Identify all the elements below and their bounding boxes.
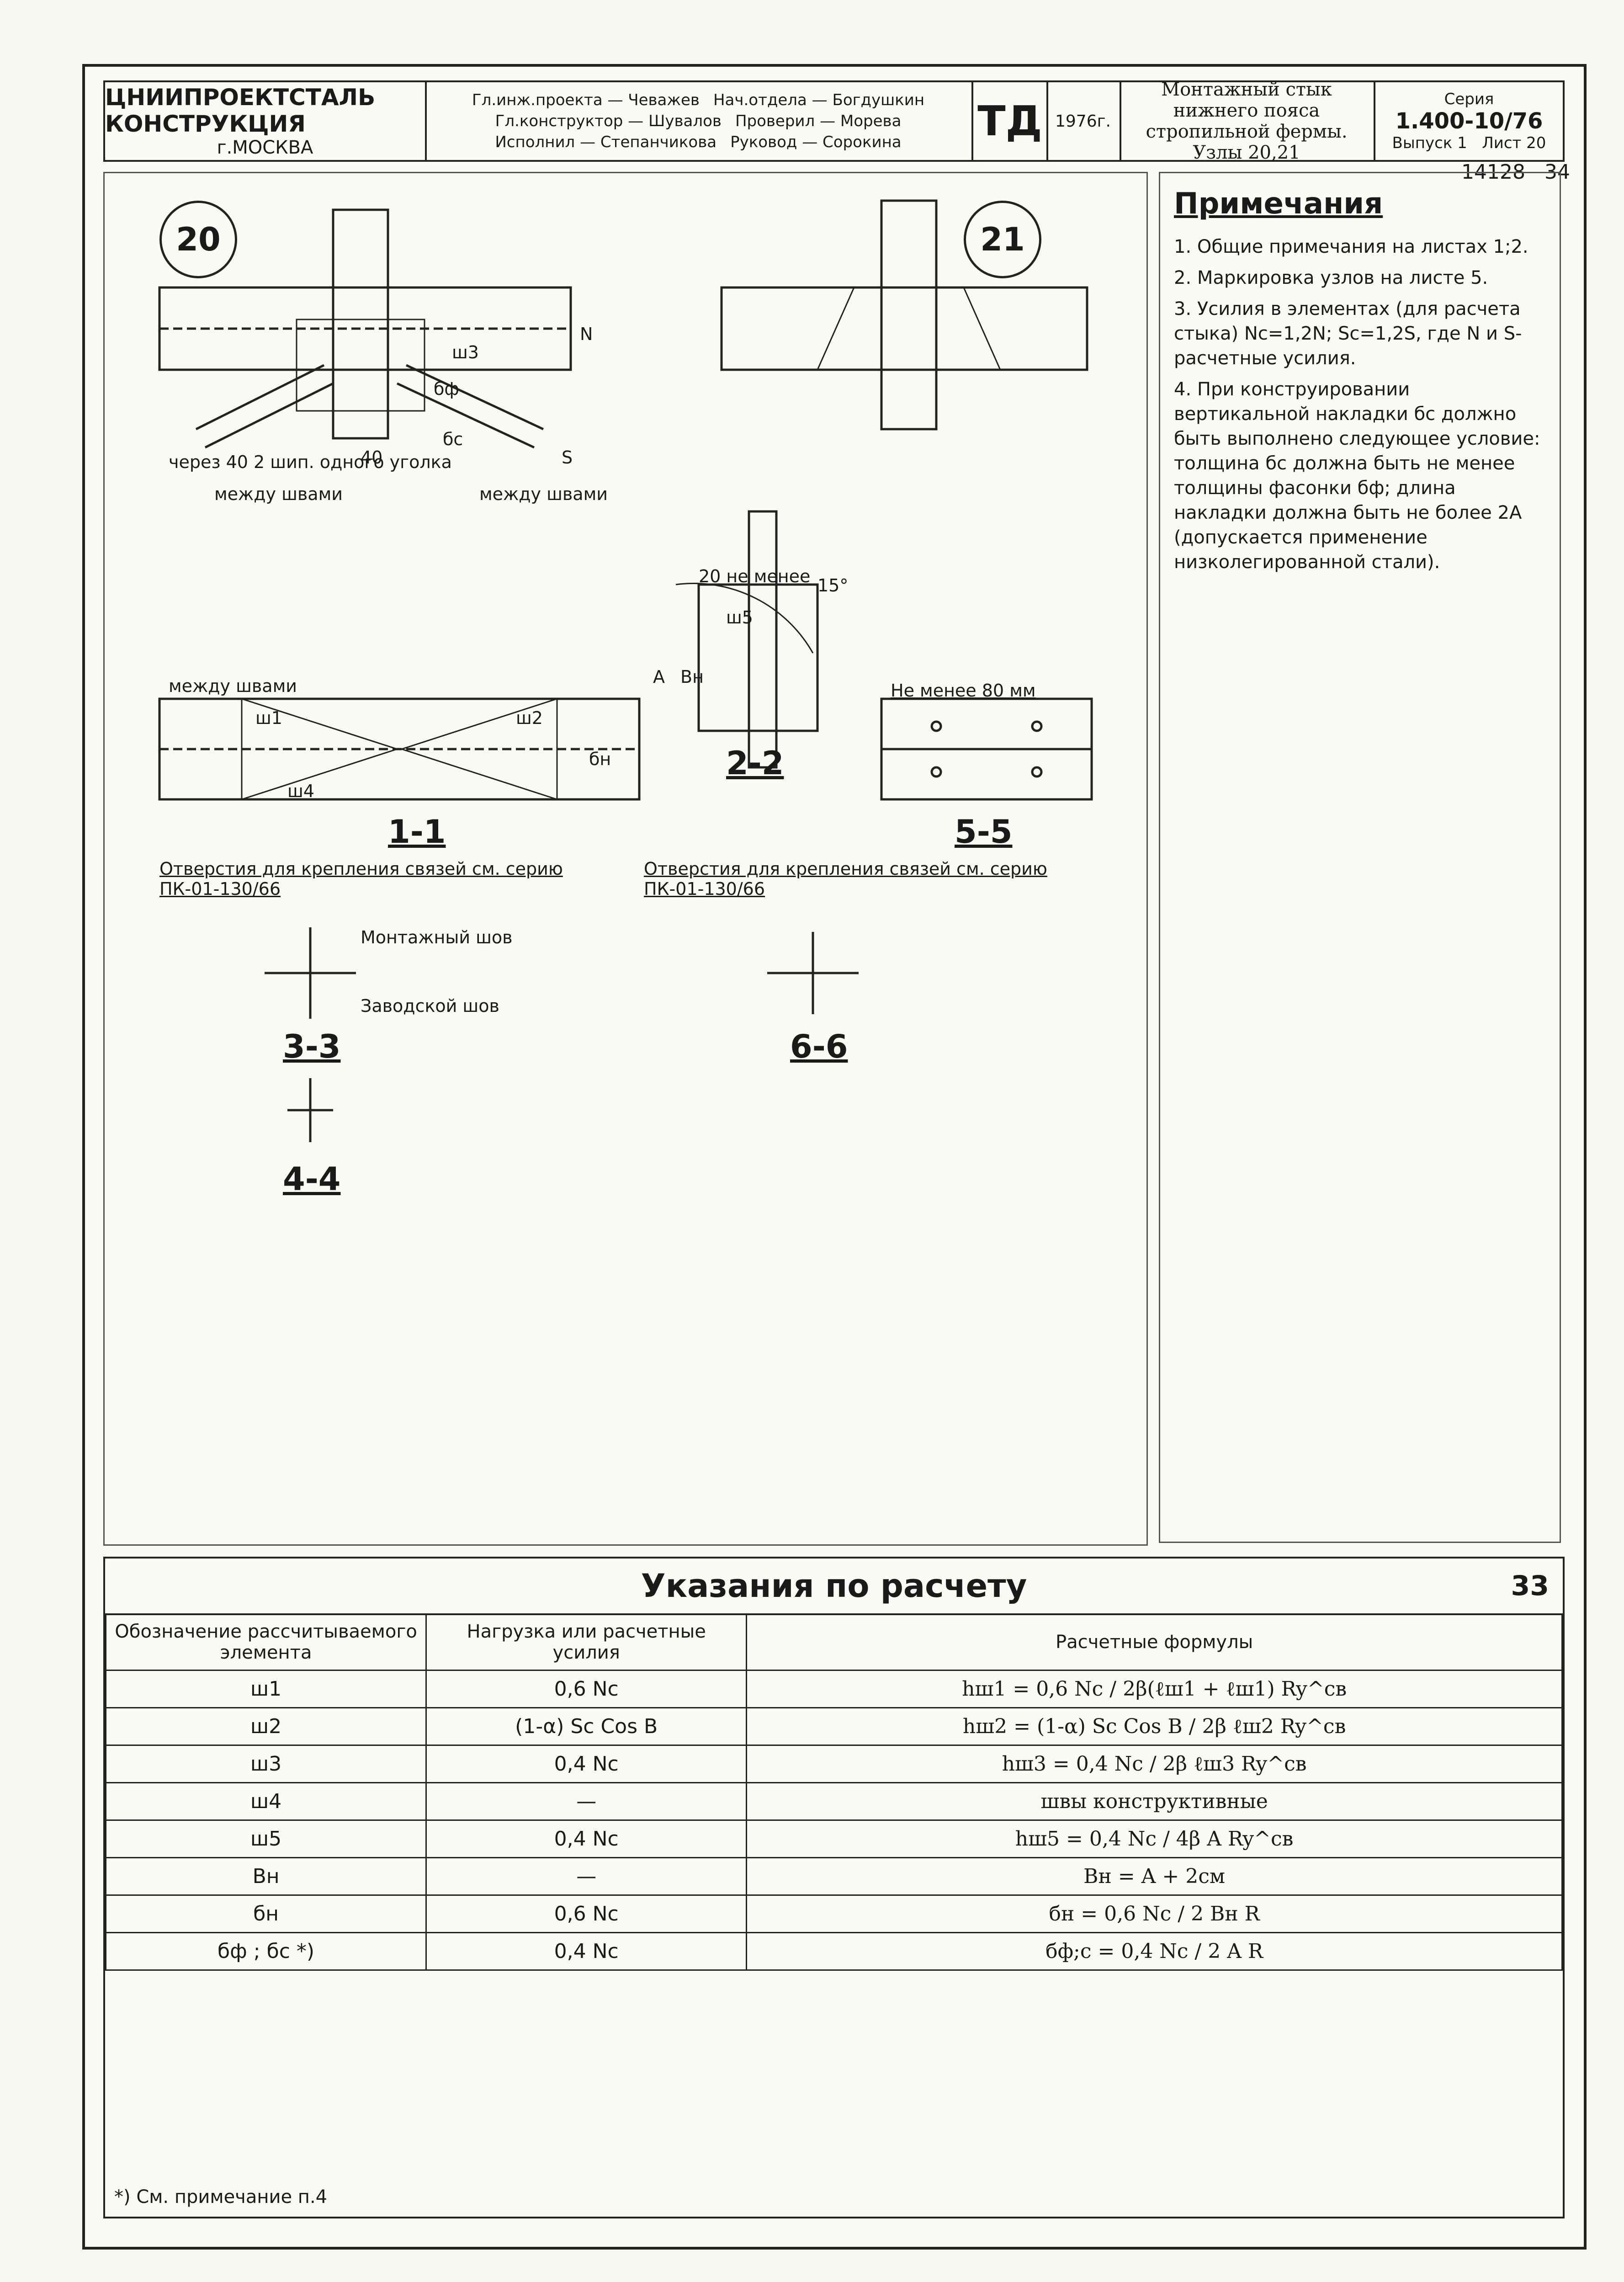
annotation-A: A (653, 667, 665, 687)
annotation-bn: бн (589, 749, 611, 769)
org-cell: ЦНИИПРОЕКТСТАЛЬ КОНСТРУКЦИЯ г.МОСКВА (105, 82, 427, 160)
role-4: Проверил — Морева (735, 112, 902, 130)
note-4: 4. При конструировании вертикальной накл… (1174, 379, 1540, 573)
node20-brace-right (405, 364, 544, 431)
role-3: Гл.конструктор — Шувалов (495, 112, 722, 130)
annotation-Bn: Bн (680, 667, 704, 687)
annotation-40: 40 (361, 447, 383, 468)
node20-brace-left (195, 364, 325, 431)
note-2: 2. Маркировка узлов на листе 5. (1174, 267, 1488, 288)
section-label-4-4: 4-4 (283, 1160, 341, 1198)
role-5: Исполнил — Степанчикова (495, 133, 717, 151)
annotation-sh2: ш2 (516, 708, 543, 728)
node21-post (880, 199, 938, 431)
table-header-row: Обозначение рассчитываемого элемента Наг… (105, 1613, 1563, 1671)
stamp-mark: ТД (973, 82, 1048, 160)
calculation-table-block: Указания по расчету 33 Обозначение рассч… (103, 1557, 1565, 2218)
notes-area: Примечания 1. Общие примечания на листах… (1159, 172, 1561, 1543)
annotation-sh5: ш5 (726, 607, 753, 628)
section-label-1-1: 1-1 (388, 813, 446, 851)
note-3: 3. Усилия в элементах (для расчета стыка… (1174, 298, 1522, 369)
node21-chord (720, 286, 1088, 371)
annotation-sh3: ш3 (452, 342, 479, 362)
annotation-holes-1: Отверстия для крепления связей см. серию… (159, 859, 563, 899)
table-title: Указания по расчету 33 (105, 1559, 1563, 1615)
header-load: Нагрузка или расчетные усилия (425, 1613, 748, 1671)
annotation-between-welds-1: между швами (214, 484, 343, 504)
annotation-sh1: ш1 (255, 708, 282, 728)
drawing-area: 20 21 1-1 2-2 3-3 4-4 5-5 6-6 через 40 2… (103, 172, 1148, 1546)
annotation-N: N (580, 324, 593, 344)
section22-plate (697, 583, 819, 732)
node-20-marker: 20 (159, 201, 237, 278)
sheet-label: Лист (1482, 134, 1522, 152)
series-cell: Серия 1.400-10/76 Выпуск 1 Лист 20 (1375, 82, 1563, 160)
node21-plate (816, 287, 1002, 371)
annotation-site-weld: Монтажный шов (361, 927, 513, 947)
year: 1976г. (1046, 82, 1121, 160)
section-label-5-5: 5-5 (955, 813, 1013, 851)
node20-post (332, 208, 389, 440)
section-label-3-3: 3-3 (283, 1028, 341, 1065)
annotation-between-welds-3: между швами (169, 676, 297, 696)
annotation-between-welds-2: между швами (479, 484, 608, 504)
table-row: Bн—Bн = A + 2см (105, 1857, 1563, 1896)
node20-gusset (296, 319, 425, 412)
signatures-cell: Гл.инж.проекта — Чеважев Нач.отдела — Бо… (425, 82, 973, 160)
annotation-shop-weld: Заводской шов (361, 996, 499, 1016)
annotation-sh4: ш4 (287, 781, 314, 801)
series-value: 1.400-10/76 (1395, 108, 1543, 134)
annotation-bf: бф (434, 379, 459, 399)
org-city: г.МОСКВА (217, 137, 313, 158)
annotation-holes-2: Отверстия для крепления связей см. серию… (644, 859, 1047, 899)
annotation-80mm: Не менее 80 мм (891, 681, 1036, 701)
table-row: ш4—швы конструктивные (105, 1782, 1563, 1821)
notes-title: Примечания (1174, 187, 1383, 221)
annotation-bs: бс (443, 429, 463, 449)
issue-value: 1 (1457, 134, 1467, 152)
note-1: 1. Общие примечания на листах 1;2. (1174, 236, 1528, 257)
section-label-2-2: 2-2 (726, 745, 784, 782)
table-footnote: *) См. примечание п.4 (114, 2186, 328, 2208)
role-1: Гл.инж.проекта — Чеважев (472, 91, 700, 109)
header-formula: Расчетные формулы (746, 1613, 1563, 1671)
annotation-angle: 15° (817, 575, 849, 596)
title-block: ЦНИИПРОЕКТСТАЛЬ КОНСТРУКЦИЯ г.МОСКВА Гл.… (103, 79, 1565, 163)
drawing-title: Монтажный стык нижнего пояса стропильной… (1120, 79, 1375, 163)
drawing-sheet: ЦНИИПРОЕКТСТАЛЬ КОНСТРУКЦИЯ г.МОСКВА Гл.… (82, 64, 1587, 2250)
node-21-marker: 21 (964, 201, 1041, 278)
issue-label: Выпуск (1392, 134, 1453, 152)
role-2: Нач.отдела — Богдушкин (713, 91, 925, 109)
sheet-corner-number: 33 (1511, 1570, 1550, 1602)
org-name: ЦНИИПРОЕКТСТАЛЬ КОНСТРУКЦИЯ (105, 84, 376, 137)
role-6: Руковод — Сорокина (730, 133, 902, 151)
annotation-20-min: 20 не менее (699, 566, 811, 586)
annotation-spacing: через 40 2 шип. одного уголка (169, 452, 452, 472)
drawing-svg (158, 199, 1093, 1142)
header-element: Обозначение рассчитываемого элемента (105, 1613, 427, 1671)
calculation-table: Обозначение рассчитываемого элемента Наг… (105, 1613, 1563, 1971)
sheet-value: 20 (1526, 134, 1546, 152)
annotation-S: S (562, 447, 573, 468)
section-label-6-6: 6-6 (790, 1028, 848, 1065)
series-label: Серия (1444, 90, 1494, 108)
